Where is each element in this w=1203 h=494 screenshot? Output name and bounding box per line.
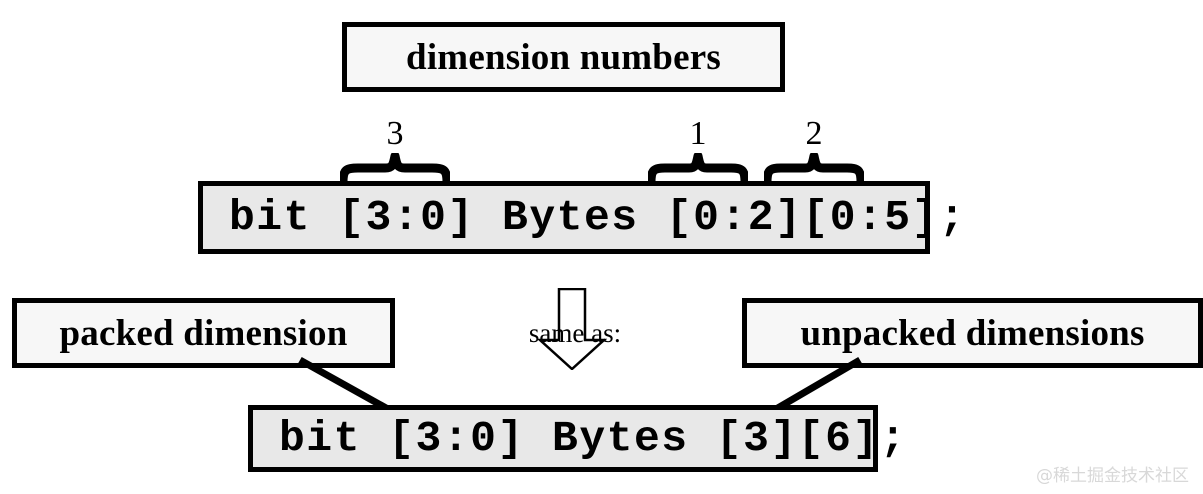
title-box-label: dimension numbers (406, 36, 721, 78)
brace-number-2: 2 (805, 115, 823, 152)
packed-dimension-label: packed dimension (59, 312, 348, 354)
title-box: dimension numbers (342, 22, 785, 92)
curly-brace-icon (340, 153, 450, 183)
unpacked-dimensions-label: unpacked dimensions (800, 312, 1145, 354)
brace-group-1: 1 (648, 115, 748, 183)
packed-dimension-callout: packed dimension (12, 298, 395, 368)
brace-group-3: 3 (340, 115, 450, 183)
bottom-declaration-code: bit [3:0] Bytes [3][6]; (279, 414, 907, 463)
brace-number-3: 3 (386, 115, 404, 152)
curly-brace-icon (764, 153, 864, 183)
top-declaration-code: bit [3:0] Bytes [0:2][0:5]; (229, 193, 967, 242)
same-as-note: same as: (528, 318, 622, 348)
brace-group-2: 2 (764, 115, 864, 183)
curly-brace-icon (648, 153, 748, 183)
top-declaration-code-box: bit [3:0] Bytes [0:2][0:5]; (198, 181, 965, 254)
bottom-declaration-code-box: bit [3:0] Bytes [3][6]; (248, 405, 906, 472)
down-arrow-icon (537, 288, 607, 370)
watermark: @稀土掘金技术社区 (1036, 466, 1189, 486)
brace-number-1: 1 (689, 115, 707, 152)
unpacked-dimensions-callout: unpacked dimensions (742, 298, 1203, 368)
